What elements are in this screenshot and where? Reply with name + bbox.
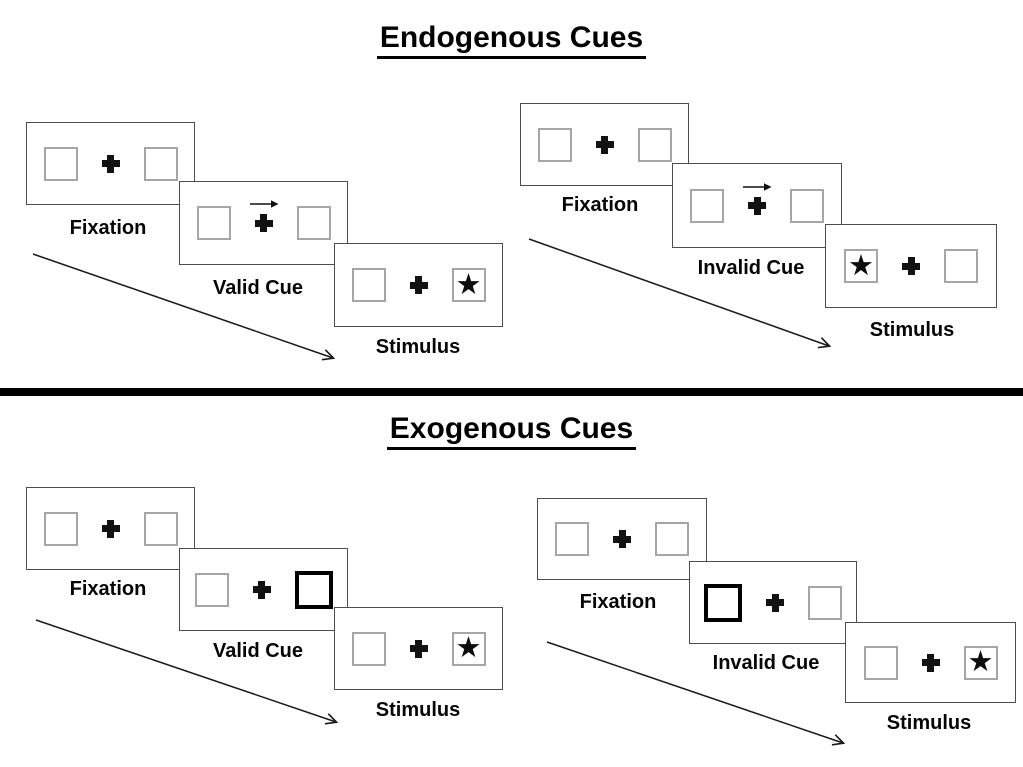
fixation-cross-icon: [595, 135, 614, 154]
cue-center: [249, 200, 278, 232]
right-box-with-target: ★: [451, 266, 486, 302]
stimulus-label: Stimulus: [869, 319, 955, 341]
right-box: [655, 522, 689, 556]
fixation-cross-icon: [766, 593, 784, 612]
exogenous-valid-fixation-panel: [26, 487, 195, 570]
exogenous-invalid-cue-panel: [689, 561, 857, 644]
fixation-label: Fixation: [561, 194, 639, 216]
exogenous-valid-stimulus-panel: ★: [334, 607, 503, 690]
fixation-label: Fixation: [579, 591, 657, 613]
right-box-highlighted-cue: [294, 570, 333, 609]
left-box: [351, 268, 386, 302]
right-arrow-cue-icon: [249, 200, 278, 208]
left-box-highlighted-cue: [704, 583, 742, 622]
exogenous-invalid-fixation-panel: [537, 498, 707, 580]
stimulus-label: Stimulus: [886, 712, 972, 734]
endogenous-invalid-stimulus-panel: ★: [825, 224, 997, 308]
timeline-arrow: [546, 641, 855, 752]
right-box: [143, 146, 178, 181]
left-box: [555, 522, 589, 556]
left-box: [537, 127, 572, 162]
star-icon: ★: [455, 630, 482, 664]
timeline-arrow: [32, 253, 345, 368]
right-box: [296, 206, 331, 240]
stimulus-label: Stimulus: [375, 336, 461, 358]
fixation-cross-icon: [409, 639, 428, 658]
endogenous-invalid-cue-panel: [672, 163, 842, 248]
endogenous-valid-cue-panel: [179, 181, 348, 265]
star-icon: ★: [848, 247, 874, 282]
fixation-cross-icon: [101, 154, 120, 173]
right-box: [637, 127, 672, 162]
endogenous-valid-stimulus-panel: ★: [334, 243, 503, 327]
endogenous-title-text: Endogenous Cues: [376, 22, 647, 59]
endogenous-invalid-fixation-panel: [520, 103, 689, 186]
fixation-cross-icon: [902, 257, 920, 275]
stimulus-label: Stimulus: [375, 699, 461, 721]
left-box: [690, 188, 724, 223]
fixation-label: Fixation: [69, 217, 147, 239]
fixation-cross-icon: [748, 196, 766, 215]
right-arrow-cue-icon: [743, 182, 772, 191]
right-box: [143, 511, 178, 546]
endogenous-valid-fixation-panel: [26, 122, 195, 205]
right-box: [790, 188, 824, 223]
cue-label: Valid Cue: [212, 277, 304, 299]
cue-label: Valid Cue: [212, 640, 304, 662]
fixation-cross-icon: [921, 653, 940, 672]
right-box-with-target: ★: [451, 630, 486, 666]
right-box-with-target: ★: [963, 644, 998, 680]
right-box: [808, 585, 842, 620]
exogenous-title-text: Exogenous Cues: [386, 413, 637, 450]
fixation-cross-icon: [252, 580, 271, 599]
timeline-arrow: [35, 619, 348, 731]
exogenous-section-title: Exogenous Cues: [0, 413, 1023, 450]
endogenous-section-title: Endogenous Cues: [0, 22, 1023, 59]
left-box: [194, 572, 229, 607]
star-icon: ★: [967, 644, 994, 678]
fixation-cross-icon: [409, 276, 428, 294]
fixation-cross-icon: [254, 214, 273, 232]
fixation-cross-icon: [613, 530, 631, 548]
cue-label: Invalid Cue: [712, 652, 820, 674]
left-box: [196, 206, 231, 240]
timeline-arrow: [528, 238, 841, 355]
cue-center: [743, 182, 772, 215]
left-box: [43, 146, 78, 181]
left-box: [863, 645, 898, 680]
cue-label: Invalid Cue: [697, 257, 805, 279]
left-box-with-target: ★: [844, 249, 878, 283]
star-icon: ★: [455, 266, 482, 301]
fixation-cross-icon: [101, 519, 120, 538]
left-box: [43, 511, 78, 546]
fixation-label: Fixation: [69, 578, 147, 600]
exogenous-valid-cue-panel: [179, 548, 348, 631]
exogenous-invalid-stimulus-panel: ★: [845, 622, 1016, 703]
left-box: [351, 631, 386, 666]
right-box: [944, 249, 978, 283]
section-divider: [0, 388, 1023, 396]
